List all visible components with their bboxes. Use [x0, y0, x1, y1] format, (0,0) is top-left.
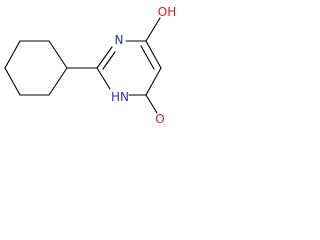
bond: [145, 40, 162, 69]
ring-nitrogen-label: N: [115, 33, 124, 47]
pyrimidine-ring: [96, 40, 162, 96]
bond: [140, 45, 155, 70]
hydroxy-label: OH: [158, 5, 176, 19]
chemical-structure: OH N HN O: [4, 5, 176, 126]
nh-label: HN: [111, 90, 129, 104]
bond: [102, 51, 116, 70]
bond: [145, 67, 162, 96]
bond: [96, 46, 113, 69]
c-o-bond: [145, 94, 158, 114]
bond: [96, 67, 111, 90]
bond: [4, 67, 21, 96]
c-oh-bond: [145, 17, 161, 42]
cyclohexyl-ring: [4, 40, 68, 96]
bond: [48, 67, 68, 96]
bond: [4, 40, 21, 69]
bond: [48, 40, 68, 69]
carbonyl-oxygen-label: O: [155, 112, 164, 126]
